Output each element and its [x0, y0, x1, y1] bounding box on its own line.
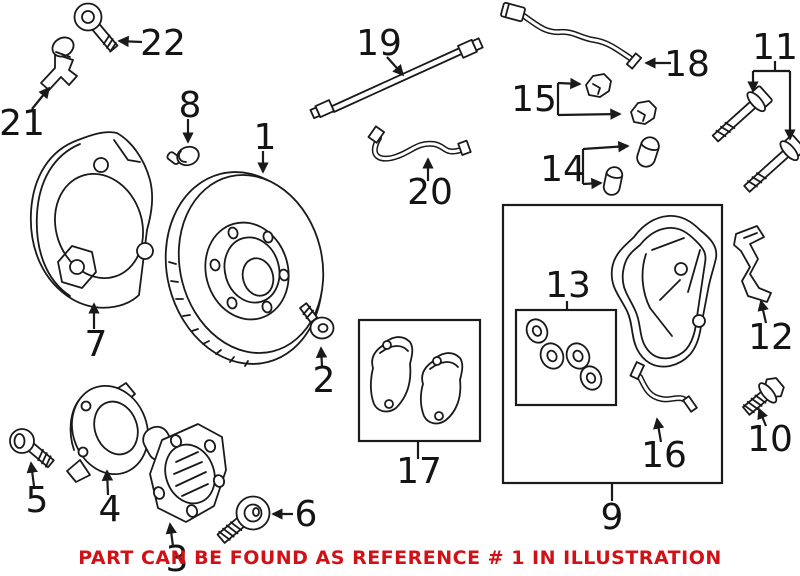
leader-21	[31, 86, 51, 110]
callout-label-2: 2	[313, 360, 336, 401]
callout-label-14: 14	[540, 149, 586, 190]
rotor-edge-hatch	[168, 261, 249, 367]
callout-label-3: 3	[166, 539, 189, 576]
callout-label-13: 13	[545, 265, 591, 306]
sleeve-pair-icon	[602, 136, 660, 196]
leader-3	[165, 522, 177, 547]
callout-label-19: 19	[356, 23, 402, 64]
brake-pad-icon	[419, 352, 464, 425]
callout-label-4: 4	[99, 489, 122, 530]
leader-15a	[557, 77, 582, 90]
retaining-spring-clip-icon	[733, 225, 772, 303]
leader-12	[757, 299, 769, 324]
callout-label-12: 12	[748, 317, 794, 358]
splash-shield-icon	[29, 131, 154, 309]
callout-label-5: 5	[26, 480, 49, 521]
abs-speed-sensor-icon	[40, 36, 78, 91]
brake-rotor-icon	[164, 171, 325, 367]
wear-sensor-wire-icon	[500, 1, 643, 70]
shield-rivet-icon	[166, 145, 200, 167]
brake-pad-icon	[369, 336, 414, 413]
callout-label-16: 16	[641, 435, 687, 476]
callout-label-20: 20	[407, 172, 453, 213]
leader-lines	[26, 35, 796, 547]
reference-caption: PART CAN BE FOUND AS REFERENCE # 1 IN IL…	[78, 547, 722, 569]
callout-label-18: 18	[664, 44, 710, 85]
seal-kit-box	[514, 308, 618, 407]
callout-label-7: 7	[85, 324, 108, 365]
seal-ring-icon	[525, 318, 603, 391]
leader-10	[757, 407, 768, 427]
callout-label-9: 9	[601, 497, 624, 538]
rotor-bolt-holes	[209, 226, 290, 314]
brake-caliper-icon	[610, 215, 718, 368]
callout-label-17: 17	[396, 451, 442, 492]
leader-14a	[582, 140, 630, 153]
leader-5	[26, 461, 38, 487]
sensor-hose-icon	[367, 125, 472, 162]
rotor-set-screw-icon	[299, 302, 335, 340]
wheel-hub-icon	[142, 423, 227, 523]
guide-bolt-pair-icon	[711, 85, 800, 193]
caliper-bolt-icon	[742, 377, 785, 416]
bracket-11	[753, 61, 790, 73]
wheel-bearing-icon	[66, 382, 149, 483]
caliper-assembly-box	[501, 203, 724, 485]
bearing-bolt-icon	[9, 428, 55, 469]
leader-16	[653, 417, 665, 443]
leader-2	[315, 346, 328, 367]
callout-label-21: 21	[0, 103, 45, 144]
leader-15b	[557, 108, 622, 120]
callout-label-6: 6	[295, 494, 318, 535]
leader-14b	[582, 177, 603, 190]
leader-4	[101, 469, 114, 496]
callout-label-15: 15	[511, 79, 557, 120]
bleeder-pipe-icon	[629, 361, 698, 413]
brake-pad-set-box	[357, 318, 482, 443]
leader-19	[386, 56, 405, 77]
hub-hatch	[173, 451, 209, 497]
brake-hose-icon	[309, 37, 484, 120]
callout-label-8: 8	[179, 85, 202, 126]
clip-pair-icon	[585, 73, 657, 125]
callout-label-22: 22	[140, 23, 186, 64]
callout-label-10: 10	[747, 419, 793, 460]
sensor-mount-bolt-icon	[73, 2, 119, 53]
callout-label-11: 11	[752, 27, 798, 68]
hub-bolt-icon	[216, 495, 271, 544]
callout-label-1: 1	[254, 117, 277, 158]
callout-labels: 1 2 3 4 5 6 7 8 9 10 11 12 13 14 15 16 1…	[0, 23, 798, 576]
leader-22	[117, 35, 143, 48]
